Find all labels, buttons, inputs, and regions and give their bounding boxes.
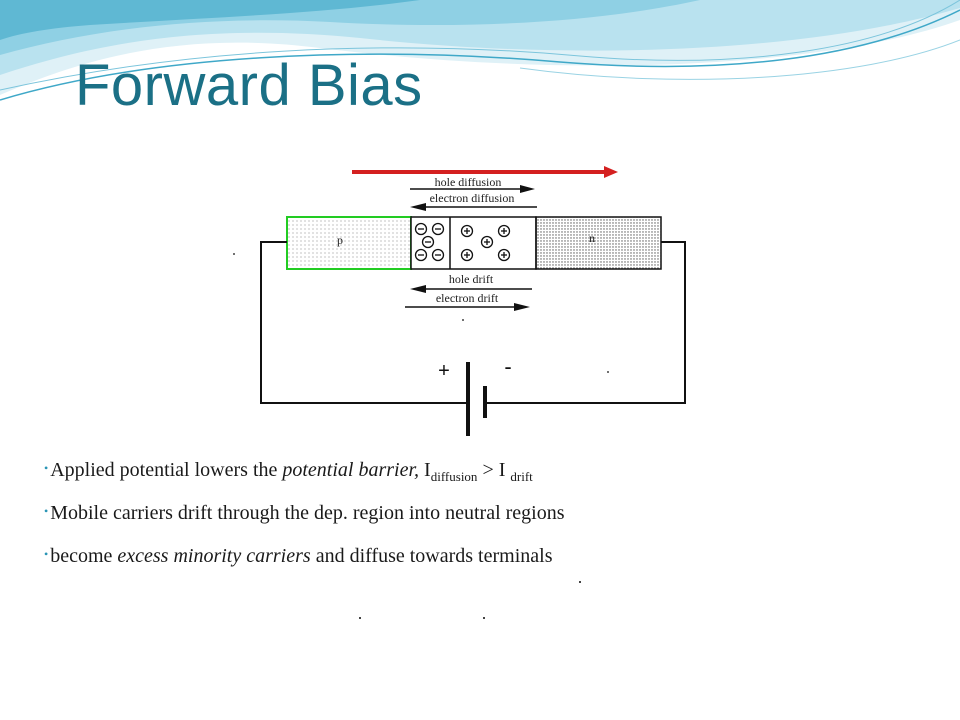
- diffusion-subscript: diffusion: [430, 469, 478, 484]
- battery-symbol: [466, 362, 487, 436]
- hole-drift-arrow: [410, 285, 532, 293]
- depletion-region: [410, 216, 537, 270]
- bullet-marker: •: [44, 461, 49, 475]
- negative-ions: [414, 222, 445, 262]
- bullet-emphasis: excess minority carriers: [117, 545, 311, 567]
- bullet-emphasis: potential barrier,: [282, 459, 420, 481]
- current-symbol: > I: [477, 459, 511, 481]
- n-region: [535, 216, 662, 270]
- current-symbol: I: [419, 459, 431, 481]
- electron-drift-arrow: [405, 303, 530, 311]
- n-region-label: n: [589, 231, 595, 245]
- hole-diffusion-label: hole diffusion: [435, 175, 502, 189]
- bullet-item-2: •Mobile carriers drift through the dep. …: [44, 499, 944, 542]
- bullet-item-1: •Applied potential lowers the potential …: [44, 456, 944, 499]
- electron-drift-label: electron drift: [436, 291, 499, 305]
- p-region-label: p: [337, 233, 343, 247]
- bullet-text: Applied potential lowers the: [50, 459, 283, 481]
- forward-bias-diagram: hole diffusion electron diffusion p n ho…: [233, 166, 686, 436]
- bullet-item-3: •become excess minority carriers and dif…: [44, 542, 944, 585]
- header-wave-decoration: [0, 0, 960, 101]
- circuit-wire: [260, 241, 467, 404]
- slide-title: Forward Bias: [75, 53, 423, 118]
- drift-subscript: drift: [510, 469, 533, 484]
- bullet-marker: •: [44, 547, 49, 561]
- circuit-wire-right: [486, 241, 686, 404]
- hole-diffusion-arrow: [410, 185, 535, 193]
- bullet-marker: •: [44, 504, 49, 518]
- positive-ions: [460, 224, 511, 262]
- bullet-list: •Applied potential lowers the potential …: [44, 456, 944, 585]
- bullet-text: and diffuse towards terminals: [310, 545, 553, 567]
- bullet-text: become: [50, 545, 118, 567]
- battery-minus-label: -: [504, 354, 511, 379]
- stray-dot: [483, 617, 485, 619]
- bullet-text: Mobile carriers drift through the dep. r…: [50, 502, 565, 524]
- electron-diffusion-arrow: [410, 203, 537, 211]
- electron-diffusion-label: electron diffusion: [430, 191, 515, 205]
- stray-dot: [359, 617, 361, 619]
- stray-dot: [579, 581, 581, 583]
- hole-drift-label: hole drift: [449, 272, 494, 286]
- battery-plus-label: +: [438, 360, 450, 382]
- p-region: [286, 216, 412, 270]
- forward-current-arrow: [352, 166, 618, 178]
